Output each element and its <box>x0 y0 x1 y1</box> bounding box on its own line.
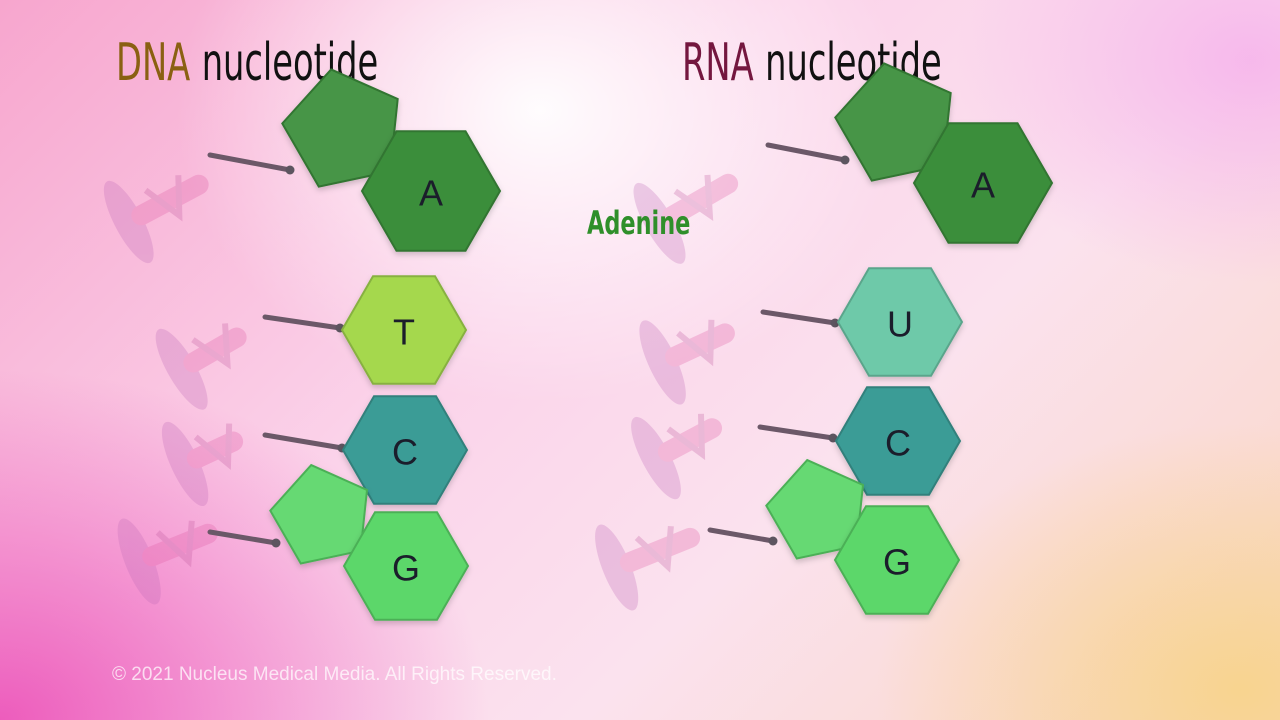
rna-glycosidic-link-g <box>707 527 776 544</box>
rna-hexagon-g <box>833 505 961 615</box>
dna-hexagon-a <box>360 130 502 252</box>
dna-title-acid: DNA <box>116 33 191 93</box>
rna-hexagon-c <box>834 386 962 496</box>
rna-base-letter-c: C <box>885 423 911 464</box>
rna-glycosidic-link-c <box>757 424 836 441</box>
dna-base-g: G <box>207 463 470 621</box>
dna-base-column: A T C G <box>207 68 502 621</box>
faded-backbone-2 <box>155 323 247 410</box>
dna-glycosidic-link-g <box>207 529 279 546</box>
dna-glycosidic-link-c <box>262 432 345 451</box>
rna-glycosidic-link-u <box>760 309 838 326</box>
dna-base-t: T <box>262 275 468 385</box>
rna-base-letter-u: U <box>887 304 913 345</box>
dna-purine-pentagon-a <box>281 68 399 188</box>
adenine-label: Adenine <box>587 204 691 242</box>
rna-base-c: C <box>757 386 962 496</box>
rna-base-letter-a: A <box>971 165 995 206</box>
dna-hexagon-t <box>340 275 468 385</box>
dna-hexagon-g <box>342 511 470 621</box>
dna-base-letter-g: G <box>392 548 420 589</box>
rna-purine-pentagon-a <box>834 62 952 182</box>
rna-base-column: A U C G <box>707 62 1054 615</box>
dna-base-letter-t: T <box>393 312 415 353</box>
rna-base-g: G <box>707 458 961 615</box>
rna-glycosidic-link-a <box>765 142 848 163</box>
faded-backbone-7 <box>631 413 723 500</box>
rna-hexagon-a <box>912 122 1054 244</box>
rna-base-letter-g: G <box>883 542 911 583</box>
faded-backbone-1 <box>103 174 209 264</box>
rna-base-u: U <box>760 267 964 377</box>
dna-purine-pentagon-g <box>269 463 369 565</box>
dna-hexagon-c <box>341 395 469 505</box>
dna-base-letter-c: C <box>392 432 418 473</box>
dna-base-c: C <box>262 395 469 505</box>
dna-glycosidic-link-a <box>207 152 293 173</box>
faded-backbone-8 <box>595 524 701 611</box>
faded-backbone-4 <box>117 518 218 605</box>
dna-glycosidic-link-t <box>262 314 343 331</box>
dna-base-letter-a: A <box>419 173 443 214</box>
copyright-notice: © 2021 Nucleus Medical Media. All Rights… <box>112 664 557 685</box>
rna-hexagon-u <box>836 267 964 377</box>
faded-backbone-5 <box>633 173 739 264</box>
faded-backbone-6 <box>639 319 735 405</box>
faded-backbone-group <box>103 173 739 611</box>
rna-base-a: A <box>765 62 1054 244</box>
faded-backbone-3 <box>161 421 244 507</box>
rna-purine-pentagon-g <box>765 458 865 560</box>
rna-title-acid: RNA <box>682 33 754 93</box>
dna-base-a: A <box>207 68 502 252</box>
